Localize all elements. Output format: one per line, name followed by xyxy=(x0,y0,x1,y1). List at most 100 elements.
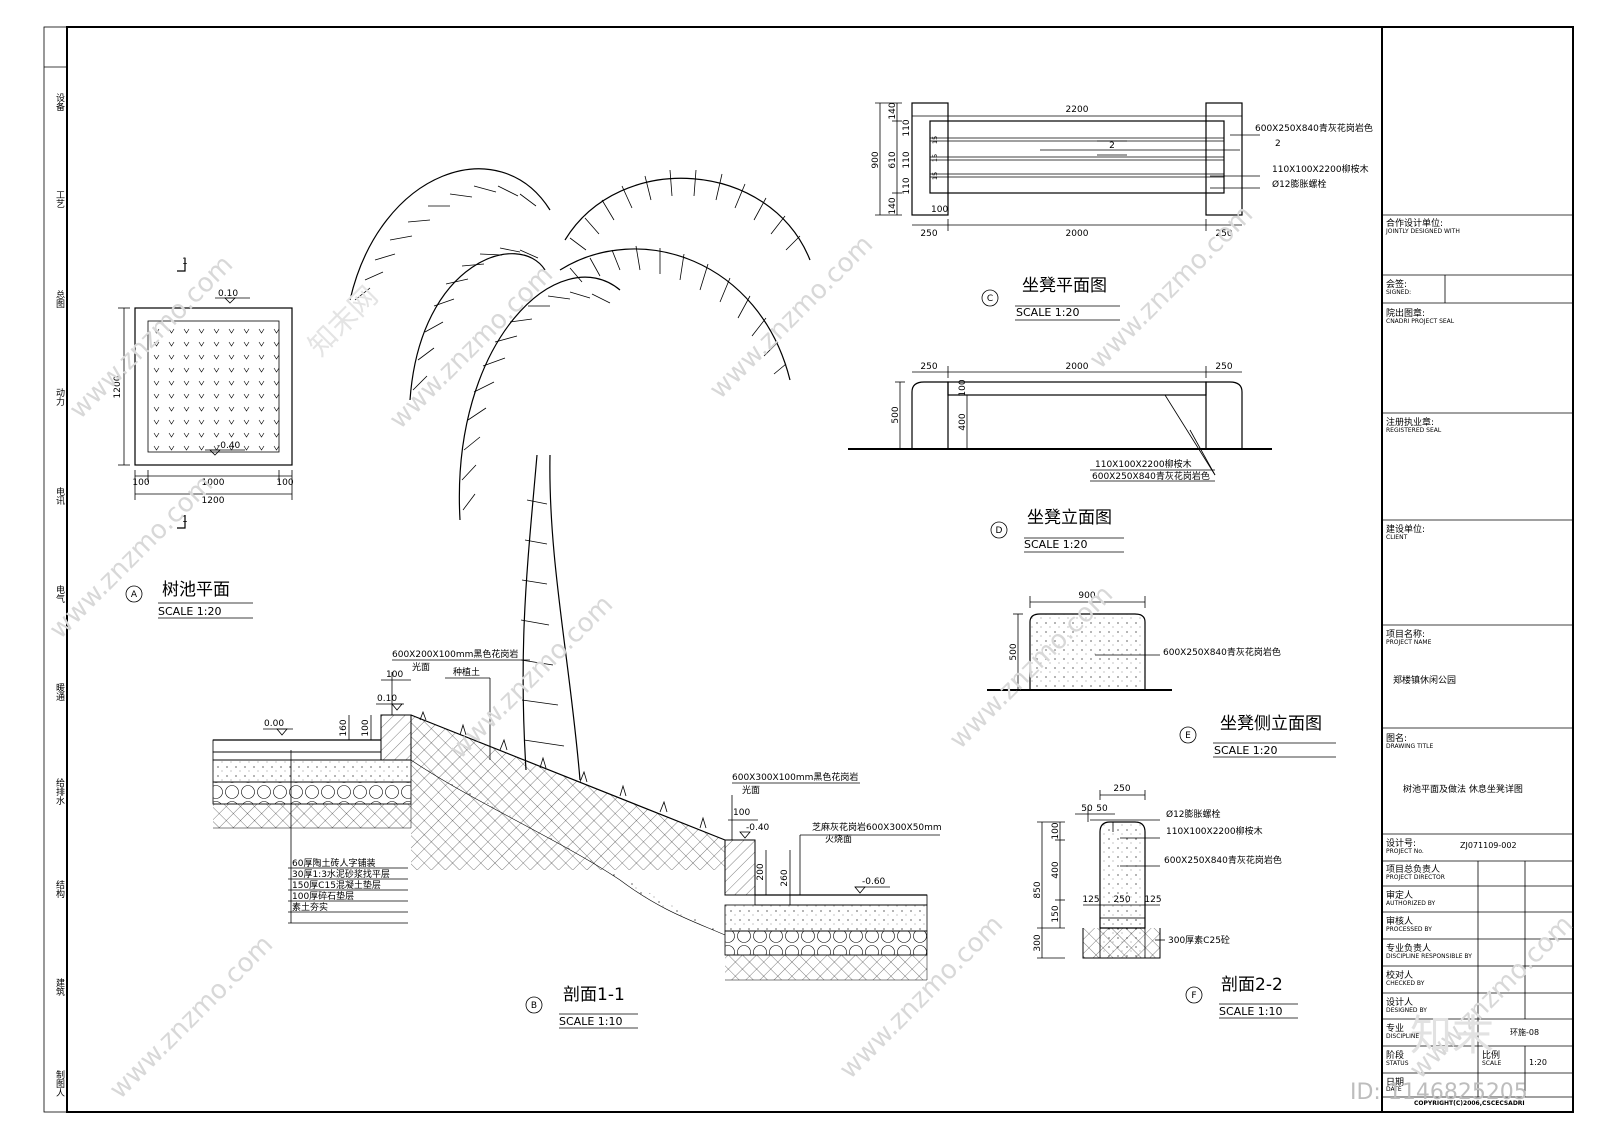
view-f-dim-100: 100 xyxy=(1051,822,1061,839)
strip-label-electrical: 电气 xyxy=(54,585,64,603)
tb-checked-en: CHECKED BY xyxy=(1386,980,1425,987)
tb-seal-en: CNADRI PROJECT SEAL xyxy=(1386,318,1455,325)
view-b-granite3-label: 芝麻灰花岗岩600X300X50mm xyxy=(812,821,942,833)
view-c-bench-plan xyxy=(875,102,1260,321)
view-f-dim-300: 300 xyxy=(1033,934,1043,951)
view-c-dim-left: 250 xyxy=(920,229,937,239)
view-f-mark: F xyxy=(1191,991,1196,1001)
view-f-dim-125a: 125 xyxy=(1082,895,1099,905)
tb-disc-cn: 专业负责人 xyxy=(1386,944,1432,954)
view-a-dim-right: 100 xyxy=(276,478,293,488)
tb-proc-en: PROCESSED BY xyxy=(1386,926,1432,933)
view-d-bench-elevation xyxy=(848,366,1272,553)
tb-scale-value: 1:20 xyxy=(1529,1058,1547,1067)
view-a-dim-height: 1200 xyxy=(113,375,123,398)
tb-auth-cn: 审定人 xyxy=(1386,891,1414,901)
view-f-concrete-label: 300厚素C25砼 xyxy=(1168,934,1230,946)
view-b-level-3: -0.60 xyxy=(862,877,886,887)
view-d-mark: D xyxy=(996,526,1003,536)
tb-proc-cn: 审核人 xyxy=(1386,917,1414,927)
strip-label-telecom: 电讯 xyxy=(54,487,64,505)
tb-copyright: COPYRIGHT(C)2006,CSCECSADRI xyxy=(1414,1100,1525,1107)
watermark-text: www.znzmo.com xyxy=(104,930,279,1105)
tb-seal-cn: 院出图章: xyxy=(1386,309,1426,319)
view-f-bolt-label: Ø12膨胀螺栓 xyxy=(1166,808,1221,820)
view-c-section-mark: 2 xyxy=(1109,141,1115,151)
view-d-dim-500: 500 xyxy=(891,406,901,423)
tb-signed-cn: 会签: xyxy=(1386,280,1408,290)
view-c-wood-label: 110X100X2200柳桉木 xyxy=(1272,163,1369,175)
view-b-dim-100b: 100 xyxy=(361,719,371,736)
view-c-mark: C xyxy=(987,294,993,304)
strip-label-general: 总图 xyxy=(54,290,64,308)
view-d-wood-label: 110X100X2200柳桉木 xyxy=(1095,458,1192,470)
view-b-level-1: 0.10 xyxy=(377,694,397,704)
view-f-dim-250: 250 xyxy=(1113,895,1130,905)
view-a-scale: SCALE 1:20 xyxy=(158,605,221,618)
view-c-dim-15b: 15 xyxy=(931,154,939,162)
tb-disc-en: DISCIPLINE RESPONSIBLE BY xyxy=(1386,953,1472,960)
strip-label-process: 工艺 xyxy=(54,190,64,208)
tb-director-cn: 项目总负责人 xyxy=(1386,865,1441,875)
inner-border xyxy=(66,26,1574,1113)
watermark-text: www.znzmo.com xyxy=(704,230,879,405)
view-c-dim-top: 2200 xyxy=(1066,105,1089,115)
view-f-dim-125b: 125 xyxy=(1144,895,1161,905)
view-e-dim-height: 500 xyxy=(1009,643,1019,660)
view-f-dim-400: 400 xyxy=(1051,861,1061,878)
tb-discipline-cn: 专业 xyxy=(1386,1024,1405,1034)
view-b-finish3-label: 火烧面 xyxy=(825,833,852,845)
tb-scale-en: SCALE xyxy=(1482,1060,1502,1067)
strip-label-hvac: 暖通 xyxy=(54,683,64,701)
view-f-section-2-2 xyxy=(1037,790,1298,1019)
view-c-dim-100: 100 xyxy=(931,205,948,215)
strip-label-drafter: 制图人 xyxy=(54,1070,64,1097)
tb-title-value: 树池平面及做法 休息坐凳详图 xyxy=(1403,785,1523,795)
view-c-scale: SCALE 1:20 xyxy=(1016,306,1079,319)
view-b-dim-200: 200 xyxy=(756,863,766,880)
tb-project-value: 郑楼镇休闲公园 xyxy=(1393,676,1457,686)
view-d-scale: SCALE 1:20 xyxy=(1024,538,1087,551)
tb-status-cn: 阶段 xyxy=(1386,1051,1405,1061)
tb-date-cn: 日期 xyxy=(1386,1078,1405,1088)
palm-tree-illustration xyxy=(349,168,811,781)
tb-jointly-cn: 合作设计单位: xyxy=(1386,219,1444,229)
view-b-level-0: 0.00 xyxy=(264,719,284,729)
tb-reg-en: REGISTERED SEAL xyxy=(1386,427,1442,434)
view-d-dim-100: 100 xyxy=(958,379,968,396)
view-f-scale: SCALE 1:10 xyxy=(1219,1005,1282,1018)
view-b-layer-5: 素土夯实 xyxy=(292,901,328,913)
watermark-id: ID: 1146825205 xyxy=(1350,1080,1528,1105)
strip-label-equipment: 设备 xyxy=(54,93,64,111)
view-d-dim-right: 250 xyxy=(1215,362,1232,372)
view-c-title: 坐凳平面图 xyxy=(1022,276,1107,296)
view-f-dim-50b: 50 xyxy=(1096,804,1108,814)
title-block xyxy=(1381,27,1573,1112)
watermark-logo: 知末 xyxy=(1410,1011,1494,1060)
view-b-finish1-label: 光面 xyxy=(412,661,430,673)
tb-reg-cn: 注册执业章: xyxy=(1386,418,1435,428)
tb-project-en: PROJECT NAME xyxy=(1386,639,1432,646)
tb-client-en: CLIENT xyxy=(1386,534,1408,541)
view-e-mark: E xyxy=(1185,731,1191,741)
tb-title-cn: 图名: xyxy=(1386,734,1408,744)
view-f-wood-label: 110X100X2200柳桉木 xyxy=(1166,825,1263,837)
tb-director-en: PROJECT DIRECTOR xyxy=(1386,874,1445,881)
view-c-sec-mark-right: 2 xyxy=(1275,139,1281,149)
strip-label-structure: 结构 xyxy=(54,880,64,898)
tb-projno-value: ZJ071109-002 xyxy=(1460,841,1517,850)
view-b-granite1-label: 600X200X100mm黑色花岗岩 xyxy=(392,648,518,660)
view-c-dim-140b: 140 xyxy=(888,197,898,214)
view-b-layer-1: 60厚陶土砖人字铺装 xyxy=(292,857,375,869)
view-b-layer-3: 150厚C15混凝土垫层 xyxy=(292,879,381,891)
view-a-level-top: 0.10 xyxy=(218,289,238,299)
tb-signed-en: SIGNED: xyxy=(1386,289,1412,296)
view-a-tree-pit-plan xyxy=(118,258,293,619)
view-b-dim-100a: 100 xyxy=(386,670,403,680)
view-b-soil-label: 种植土 xyxy=(453,666,480,678)
tb-project-cn: 项目名称: xyxy=(1386,630,1426,640)
view-c-dim-110a: 110 xyxy=(902,119,912,136)
view-a-section-mark-top: 1 xyxy=(182,257,188,267)
view-f-dim-850: 850 xyxy=(1033,881,1043,898)
